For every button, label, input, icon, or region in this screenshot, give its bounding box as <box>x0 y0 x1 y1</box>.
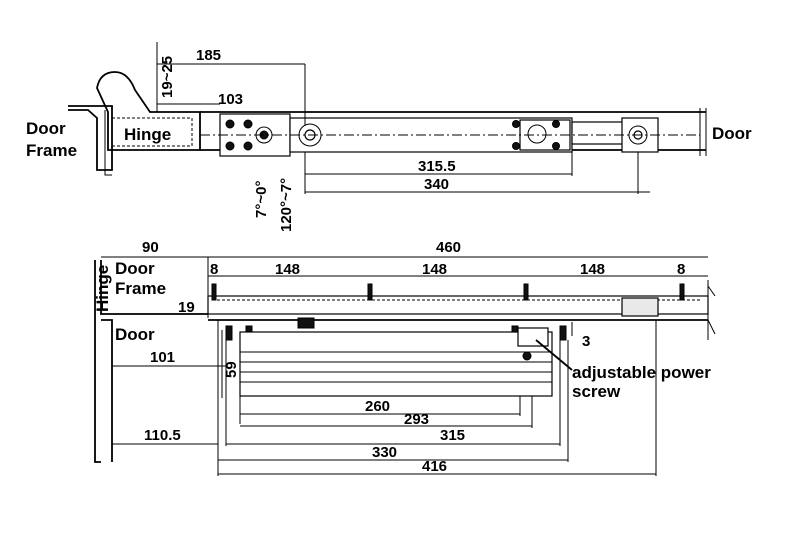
dim-315-5: 315.5 <box>418 158 456 175</box>
door-frame-profile <box>68 105 113 171</box>
dim-90: 90 <box>142 239 159 256</box>
dim-148-c: 148 <box>580 261 605 278</box>
dim-315: 315 <box>440 427 465 444</box>
top-view: Hinge Door Frame Door <box>26 42 752 232</box>
dim-340: 340 <box>424 176 449 193</box>
dim-416: 416 <box>422 458 447 475</box>
dim-59: 59 <box>223 361 240 378</box>
dim-19: 19 <box>178 299 195 316</box>
hinge-label: Hinge <box>124 125 171 144</box>
dim-103: 103 <box>218 91 243 108</box>
dim-3: 3 <box>582 333 590 350</box>
callout-line-1: adjustable power <box>572 363 711 382</box>
dim-110-5: 110.5 <box>144 427 181 444</box>
angle-120-7: 120°~7° <box>278 178 295 232</box>
side-door-frame-label-1: Door <box>115 259 155 278</box>
hinge-outline <box>96 71 201 151</box>
side-view: Hinge Door Frame Door <box>93 239 716 476</box>
dim-148-a: 148 <box>275 261 300 278</box>
angle-7-0: 7°~0° <box>253 181 270 218</box>
dim-8-left: 8 <box>210 261 218 278</box>
dim-293: 293 <box>404 411 429 428</box>
dim-8-right: 8 <box>677 261 685 278</box>
hinge-dashed-outline <box>111 117 193 147</box>
callout-line-2: screw <box>572 382 621 401</box>
dim-148-b: 148 <box>422 261 447 278</box>
door-frame-label-2: Frame <box>26 141 77 160</box>
power-screw <box>522 351 532 361</box>
side-door-label: Door <box>115 325 155 344</box>
dim-185: 185 <box>196 47 221 64</box>
closer-body <box>239 331 553 397</box>
side-door-frame-label-2: Frame <box>115 279 166 298</box>
dim-330: 330 <box>372 444 397 461</box>
side-hinge-frame <box>94 260 101 463</box>
dim-101: 101 <box>150 349 175 366</box>
door-frame-label-1: Door <box>26 119 66 138</box>
door-label-top: Door <box>712 124 752 143</box>
dim-260: 260 <box>365 398 390 415</box>
side-hinge-label: Hinge <box>93 265 112 312</box>
dim-19-25: 19~25 <box>159 56 176 98</box>
dim-460: 460 <box>436 239 461 256</box>
